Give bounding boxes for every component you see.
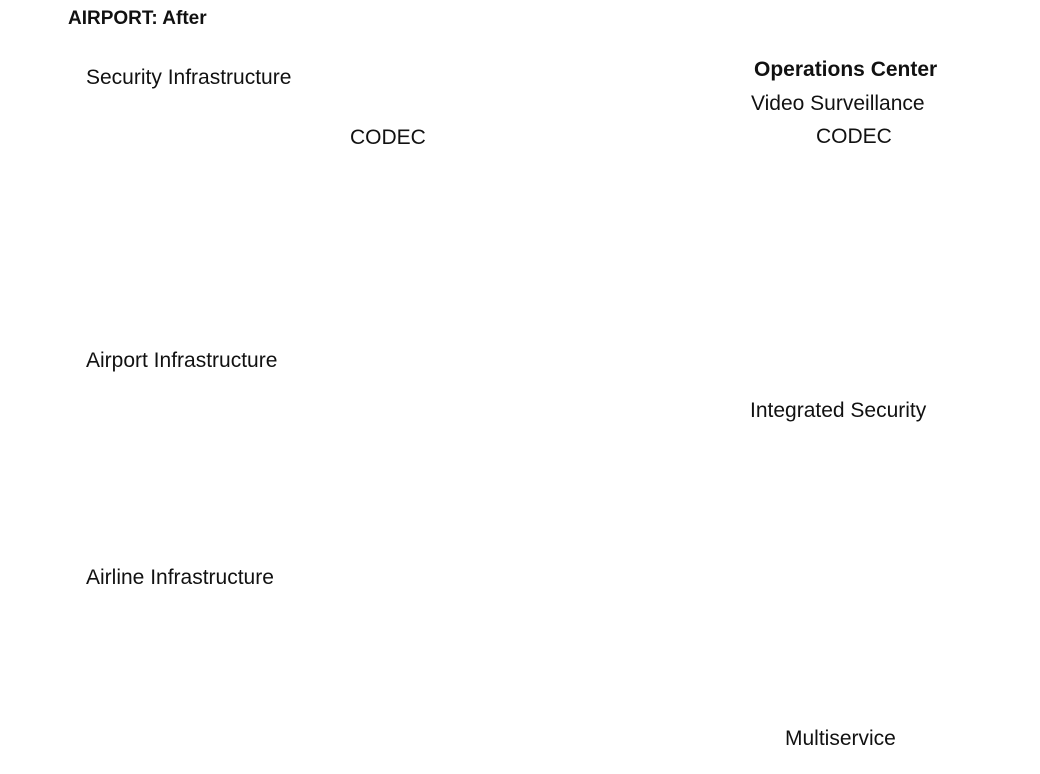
biometric-photo xyxy=(773,526,903,620)
server-cluster xyxy=(904,200,1020,310)
diagram-title: AIRPORT: After xyxy=(68,8,207,29)
control-tower-icon xyxy=(11,396,117,464)
multiservice-label: Multiservice xyxy=(785,727,896,750)
video-surveillance-label: Video Surveillance xyxy=(751,92,925,115)
airline-terminal-photo xyxy=(92,598,335,750)
left-codec-label: CODEC xyxy=(350,126,426,149)
brick-wall-icon xyxy=(883,429,921,513)
multiservice-device xyxy=(736,650,910,720)
security-cameras-photo xyxy=(90,98,334,260)
integrated-security-appliance xyxy=(790,320,926,382)
optical-node-left xyxy=(341,429,429,522)
ring-links-white xyxy=(398,379,602,583)
airport-infrastructure-label: Airport Infrastructure xyxy=(86,349,278,372)
integrated-security-label: Integrated Security xyxy=(750,399,927,422)
ops-switch-device xyxy=(736,151,810,227)
ops-codec-label: CODEC xyxy=(816,125,892,148)
airline-infrastructure-label: Airline Infrastructure xyxy=(86,566,274,589)
operations-center-title: Operations Center xyxy=(754,58,938,81)
ring-links xyxy=(395,376,605,586)
router-device xyxy=(711,251,813,313)
codec-left-device xyxy=(338,154,434,234)
links xyxy=(322,179,906,687)
switch-left-device xyxy=(348,249,422,322)
airport-displays-photo xyxy=(100,385,330,537)
ops-codec-device xyxy=(816,152,894,227)
firewall-device xyxy=(799,451,879,517)
optical-node-bottom xyxy=(454,514,542,610)
security-camera-icon xyxy=(11,116,117,181)
security-infrastructure-label: Security Infrastructure xyxy=(86,66,292,89)
optical-node-top xyxy=(454,336,542,432)
airplane-icon xyxy=(11,598,117,666)
optical-node-right xyxy=(570,432,666,520)
